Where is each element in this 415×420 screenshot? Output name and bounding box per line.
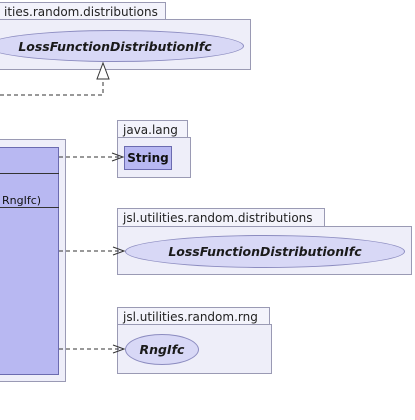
interface-name: LossFunctionDistributionIfc: [168, 244, 362, 259]
interface-ellipse-top[interactable]: LossFunctionDistributionIfc: [0, 30, 244, 62]
class-string[interactable]: String: [124, 146, 172, 170]
package-name: java.lang: [123, 123, 178, 137]
method-signature-fragment: RngIfc): [2, 194, 42, 207]
package-tab-java-lang[interactable]: java.lang: [117, 120, 188, 138]
realization-edge: [0, 79, 104, 96]
package-tab-top-distributions[interactable]: ities.random.distributions: [0, 2, 166, 20]
main-class-box[interactable]: RngIfc): [0, 147, 59, 375]
package-tab-jsl-rng[interactable]: jsl.utilities.random.rng: [117, 307, 270, 325]
interface-name: RngIfc: [139, 342, 185, 357]
interface-name: LossFunctionDistributionIfc: [18, 38, 212, 54]
package-name: jsl.utilities.random.rng: [123, 310, 258, 324]
package-name: ities.random.distributions: [4, 5, 158, 19]
class-name: String: [127, 151, 169, 165]
interface-ellipse-rng[interactable]: RngIfc: [125, 334, 199, 365]
interface-ellipse-loss[interactable]: LossFunctionDistributionIfc: [125, 235, 405, 268]
attributes-divider: [0, 207, 59, 208]
class-name-divider: [0, 173, 59, 174]
package-name: jsl.utilities.random.distributions: [123, 211, 313, 225]
package-tab-jsl-distributions[interactable]: jsl.utilities.random.distributions: [117, 208, 325, 227]
